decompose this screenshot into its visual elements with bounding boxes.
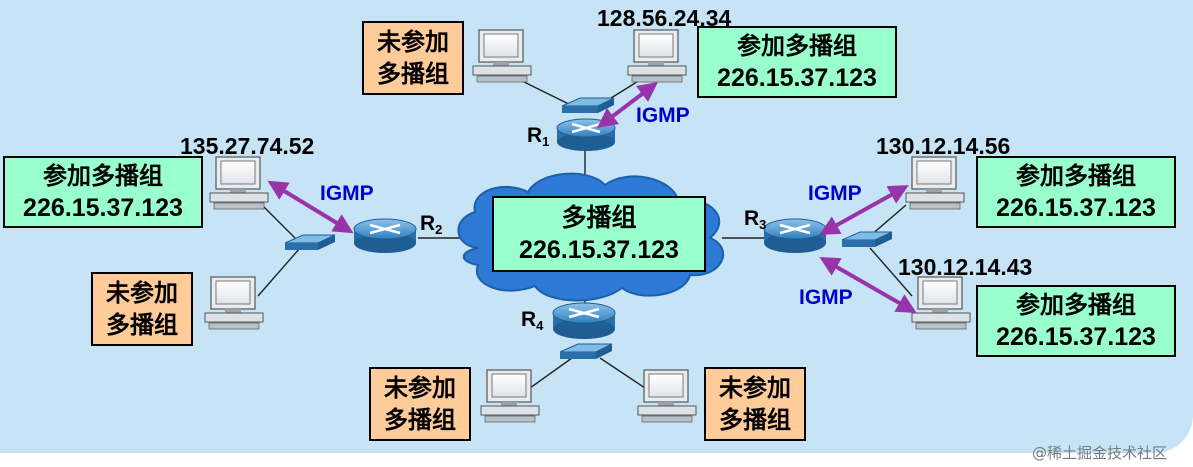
joined-box-right-upper: 参加多播组 226.15.37.123 xyxy=(976,156,1176,228)
igmp-label-r3-upper: IGMP xyxy=(808,182,862,205)
not-joined-line2: 多播组 xyxy=(384,406,456,434)
pc-icon-right-lower-joined xyxy=(911,276,971,330)
watermark: @稀土掘金技术社区 xyxy=(1032,444,1168,462)
multicast-group-box: 多播组 226.15.37.123 xyxy=(492,196,706,272)
switch-icon-bottom xyxy=(559,343,613,359)
router-icon-r1 xyxy=(556,118,616,151)
router-icon-r2 xyxy=(353,218,417,253)
pc-icon-bottom-right-unjoined xyxy=(637,369,697,423)
router-label-r3: R3 xyxy=(744,207,767,232)
igmp-label-r1: IGMP xyxy=(636,104,690,127)
pc-icon-top-unjoined xyxy=(472,29,532,83)
joined-box-top: 参加多播组 226.15.37.123 xyxy=(697,26,897,98)
igmp-arrow-r1 xyxy=(597,81,658,129)
not-joined-line1: 未参加 xyxy=(384,374,456,402)
joined-label: 参加多播组 xyxy=(1016,162,1136,190)
pc-icon-left-joined xyxy=(209,156,269,210)
joined-label: 参加多播组 xyxy=(43,162,163,190)
group-address: 226.15.37.123 xyxy=(519,236,679,264)
igmp-arrow-r3-lower xyxy=(819,257,917,313)
pc-icon-top-joined xyxy=(627,29,687,83)
not-joined-box-bottom-left: 未参加 多播组 xyxy=(369,367,471,441)
joined-box-left: 参加多播组 226.15.37.123 xyxy=(3,156,203,228)
pc-icon-left-unjoined xyxy=(204,276,264,330)
not-joined-line1: 未参加 xyxy=(377,28,449,56)
not-joined-box-bottom-right: 未参加 多播组 xyxy=(704,367,806,441)
ip-top: 128.56.24.34 xyxy=(597,5,732,31)
joined-label: 参加多播组 xyxy=(737,32,857,60)
not-joined-box-top: 未参加 多播组 xyxy=(362,21,464,95)
router-icon-r3 xyxy=(763,218,827,253)
igmp-arrows xyxy=(267,81,917,313)
group-label: 多播组 xyxy=(561,203,637,232)
not-joined-line2: 多播组 xyxy=(377,60,449,88)
ip-right-upper: 130.12.14.56 xyxy=(876,133,1011,159)
not-joined-line1: 未参加 xyxy=(106,279,178,307)
pc-icon-right-upper-joined xyxy=(905,156,965,210)
joined-address: 226.15.37.123 xyxy=(23,194,183,222)
igmp-arrow-r3-upper xyxy=(819,185,909,235)
not-joined-line2: 多播组 xyxy=(106,311,178,339)
not-joined-box-left: 未参加 多播组 xyxy=(91,272,193,346)
router-icon-r4 xyxy=(552,302,616,339)
igmp-label-r2: IGMP xyxy=(320,182,374,205)
router-label-r2: R2 xyxy=(420,212,443,237)
switch-icon-left xyxy=(284,234,336,250)
router-label-r4: R4 xyxy=(521,308,544,333)
not-joined-line2: 多播组 xyxy=(719,406,791,434)
joined-label: 参加多播组 xyxy=(1016,291,1136,319)
pc-icons xyxy=(204,29,971,423)
joined-address: 226.15.37.123 xyxy=(996,194,1156,222)
ip-right-lower: 130.12.14.43 xyxy=(898,254,1033,280)
ip-left: 135.27.74.52 xyxy=(180,133,315,159)
pc-icon-bottom-left-unjoined xyxy=(480,369,540,423)
joined-address: 226.15.37.123 xyxy=(717,64,877,92)
igmp-label-r3-lower: IGMP xyxy=(799,286,853,309)
joined-box-right-lower: 参加多播组 226.15.37.123 xyxy=(976,285,1176,357)
router-label-r1: R1 xyxy=(527,124,550,149)
joined-address: 226.15.37.123 xyxy=(996,323,1156,351)
igmp-arrow-r2 xyxy=(267,180,354,234)
not-joined-line1: 未参加 xyxy=(719,374,791,402)
